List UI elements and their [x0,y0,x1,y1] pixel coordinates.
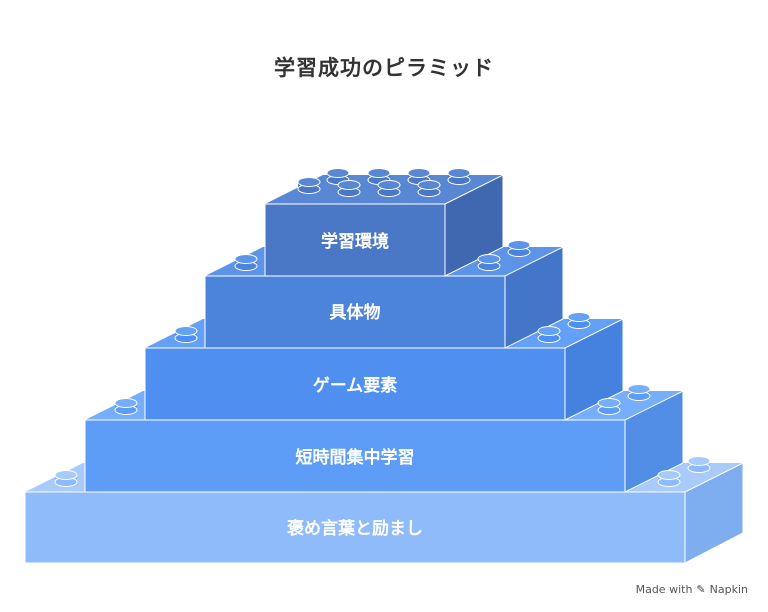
stud [417,180,441,197]
brick-4-front [84,419,626,493]
stud [174,326,198,343]
brick-1-front [264,203,446,277]
stud [54,470,78,487]
level-2-label: 具体物 [329,302,381,323]
diagram-title: 学習成功のピラミッド [274,56,494,80]
brick-studs [54,168,711,487]
napkin-brand: Napkin [709,583,748,596]
stud [597,398,621,415]
stud [687,456,711,473]
stud [337,180,361,197]
stud [627,384,651,401]
stud [537,326,561,343]
level-5-label: 褒め言葉と励まし [286,518,423,539]
stud [567,312,591,329]
stud [114,398,138,415]
level-1-label: 学習環境 [321,231,389,252]
level-3-label: ゲーム要素 [313,375,398,396]
stud [297,177,321,194]
made-with-text: Made with [635,583,693,596]
stud [377,180,401,197]
brick-2-front [204,275,506,349]
brick-3-front [144,347,566,421]
made-with-napkin: Made with ✎ Napkin [636,583,748,596]
napkin-logo-icon: ✎ [696,583,706,596]
level-4-label: 短時間集中学習 [296,447,415,468]
stud [507,240,531,257]
stud [477,254,501,271]
stud [657,470,681,487]
stud [447,168,471,185]
stud [234,254,258,271]
